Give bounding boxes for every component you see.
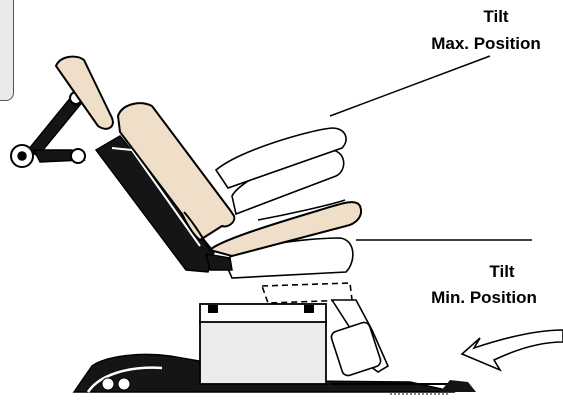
max-position-label: Max. Position <box>411 34 561 54</box>
headrest-arm <box>11 92 85 167</box>
tilt-max-label: Tilt <box>456 7 536 27</box>
min-position-label: Min. Position <box>409 288 559 308</box>
min-position-text: Min. Position <box>409 288 559 308</box>
max-position-leader <box>330 56 490 116</box>
max-position-text: Max. Position <box>411 34 561 54</box>
tilt-max-word: Tilt <box>456 7 536 27</box>
tilt-min-word: Tilt <box>462 262 542 282</box>
curved-arrow <box>462 330 563 370</box>
chair-base <box>74 304 476 394</box>
tilt-min-label: Tilt <box>462 262 542 282</box>
